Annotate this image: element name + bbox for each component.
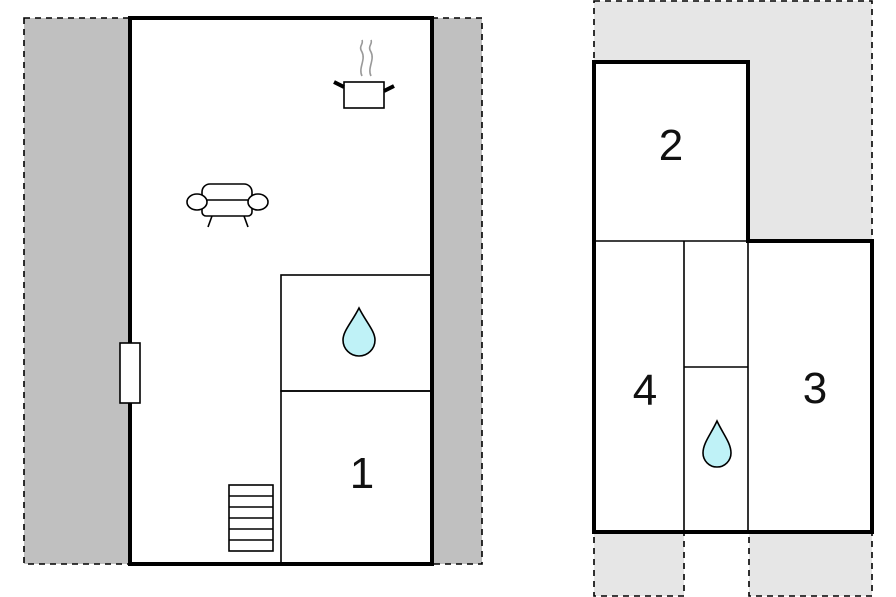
stairs-icon — [228, 484, 274, 552]
water-drop-icon — [702, 419, 732, 468]
sofa-icon — [186, 183, 269, 228]
room-label-3: 3 — [803, 364, 827, 413]
room-1 — [280, 390, 433, 565]
room-label-2: 2 — [659, 121, 683, 170]
water-drop-icon — [342, 306, 376, 357]
roof-area-bottom-left — [593, 531, 685, 597]
room-label-4: 4 — [633, 366, 657, 415]
upper-floor-plan: 2 3 4 — [592, 0, 874, 597]
stove-icon — [333, 39, 395, 109]
terrace-right — [431, 17, 483, 565]
door-icon — [119, 342, 141, 404]
upper-floor-outline — [592, 60, 874, 534]
room-label-1: 1 — [350, 449, 374, 498]
terrace-left — [23, 17, 131, 565]
ground-floor-plan: 1 — [23, 16, 483, 566]
roof-area-bottom-right — [748, 531, 873, 597]
